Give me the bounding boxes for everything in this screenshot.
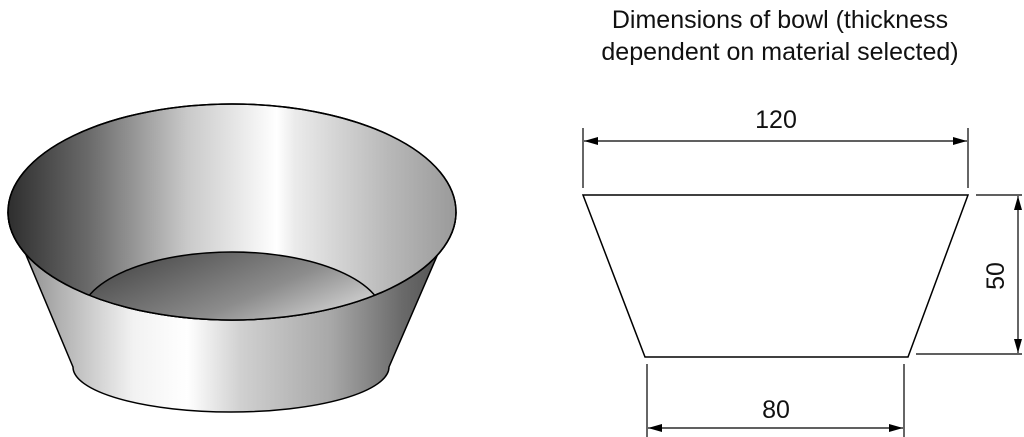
bowl-cross-section: 120 50 80: [581, 106, 1022, 437]
section-profile: [581, 194, 970, 358]
bowl-rim: [7, 103, 457, 321]
height-label: 50: [982, 262, 1010, 290]
bowl-illustration: [7, 103, 457, 413]
top-width-label: 120: [755, 106, 797, 134]
bottom-width-label: 80: [762, 396, 790, 424]
diagram-caption: Dimensions of bowl (thickness dependent …: [540, 4, 1020, 68]
caption-line-2: dependent on material selected): [601, 38, 959, 66]
caption-line-1: Dimensions of bowl (thickness: [611, 6, 949, 34]
